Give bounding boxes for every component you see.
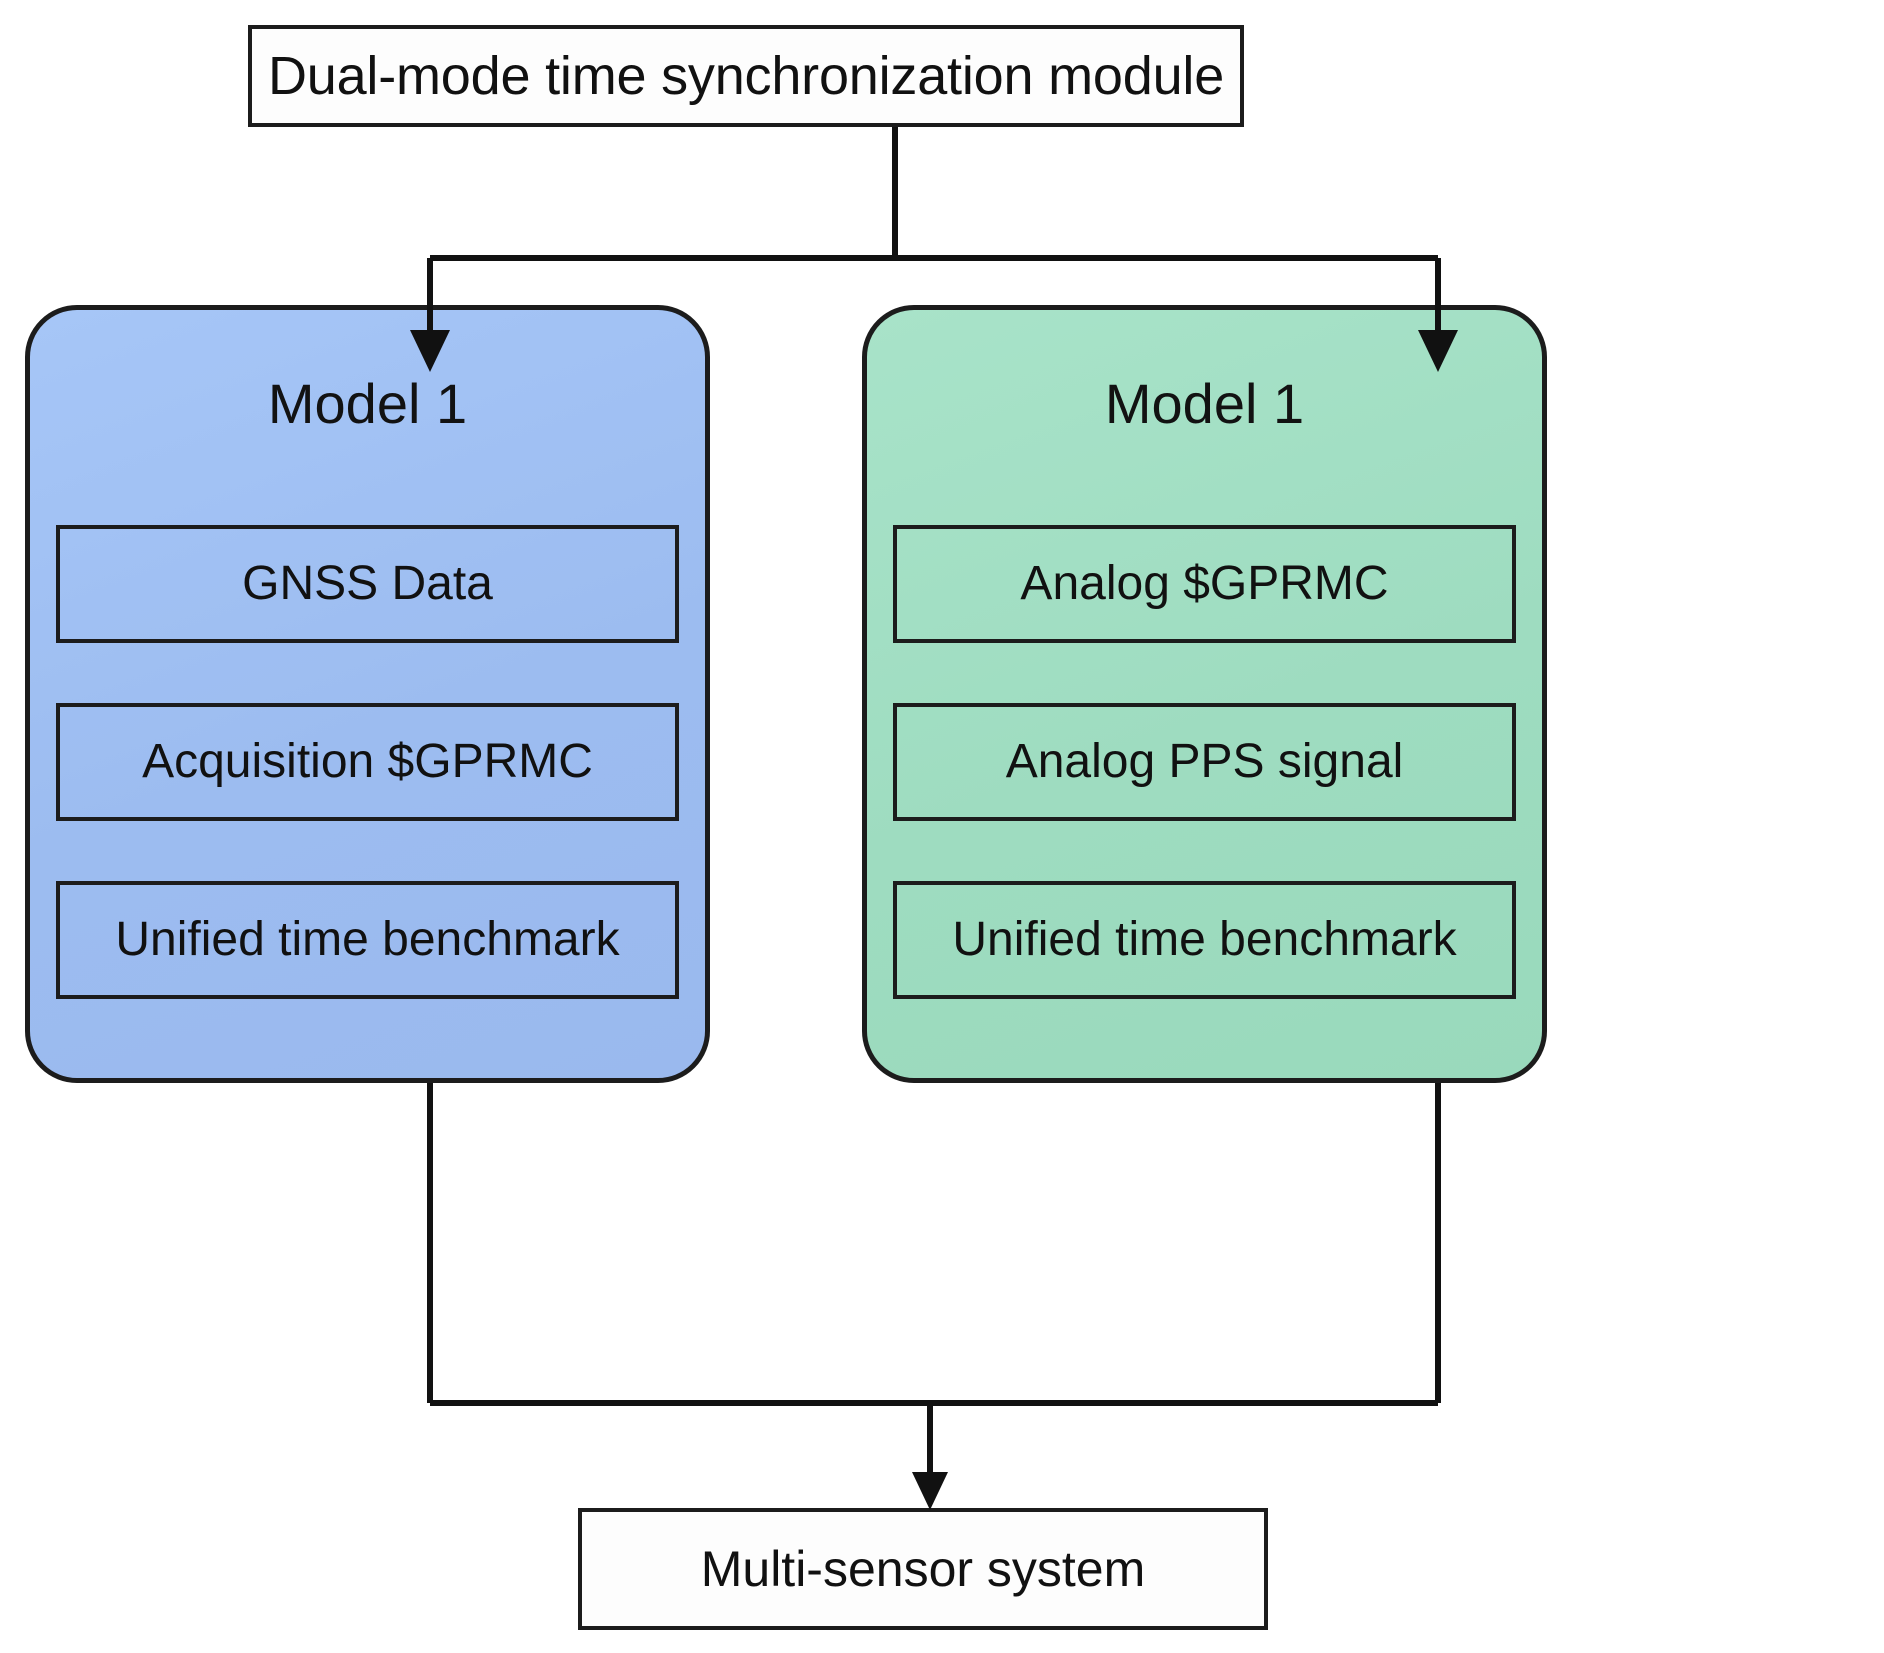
panel-green-item-0-label: Analog $GPRMC [1020, 557, 1389, 610]
panel-green-item-1-label: Analog PPS signal [1005, 735, 1404, 788]
panel-title-blue: Model 1 [267, 372, 468, 435]
title-box: Dual-mode time synchronization module [248, 25, 1244, 127]
panel-blue-item-2-label: Unified time benchmark [115, 913, 620, 966]
panel-model-1-green: Model 1 Analog $GPRMC Analog PPS signal … [862, 305, 1547, 1083]
panel-blue-item-1: Acquisition $GPRMC [56, 703, 679, 821]
panel-blue-item-1-label: Acquisition $GPRMC [142, 735, 593, 788]
panel-green-item-0: Analog $GPRMC [893, 525, 1516, 643]
panel-title-green: Model 1 [1104, 372, 1305, 435]
arrowhead-output-box [912, 1472, 948, 1510]
panel-blue-item-0-label: GNSS Data [242, 557, 493, 610]
panel-blue-item-list: GNSS Data Acquisition $GPRMC Unified tim… [56, 525, 679, 999]
output-box-label: Multi-sensor system [700, 1541, 1146, 1597]
panel-green-item-2: Unified time benchmark [893, 881, 1516, 999]
panel-green-item-1: Analog PPS signal [893, 703, 1516, 821]
output-box: Multi-sensor system [578, 1508, 1268, 1630]
panel-green-item-2-label: Unified time benchmark [952, 913, 1457, 966]
panel-blue-item-0: GNSS Data [56, 525, 679, 643]
panel-model-1-blue: Model 1 GNSS Data Acquisition $GPRMC Uni… [25, 305, 710, 1083]
title-box-label: Dual-mode time synchronization module [267, 46, 1225, 106]
panel-blue-item-2: Unified time benchmark [56, 881, 679, 999]
panel-green-item-list: Analog $GPRMC Analog PPS signal Unified … [893, 525, 1516, 999]
